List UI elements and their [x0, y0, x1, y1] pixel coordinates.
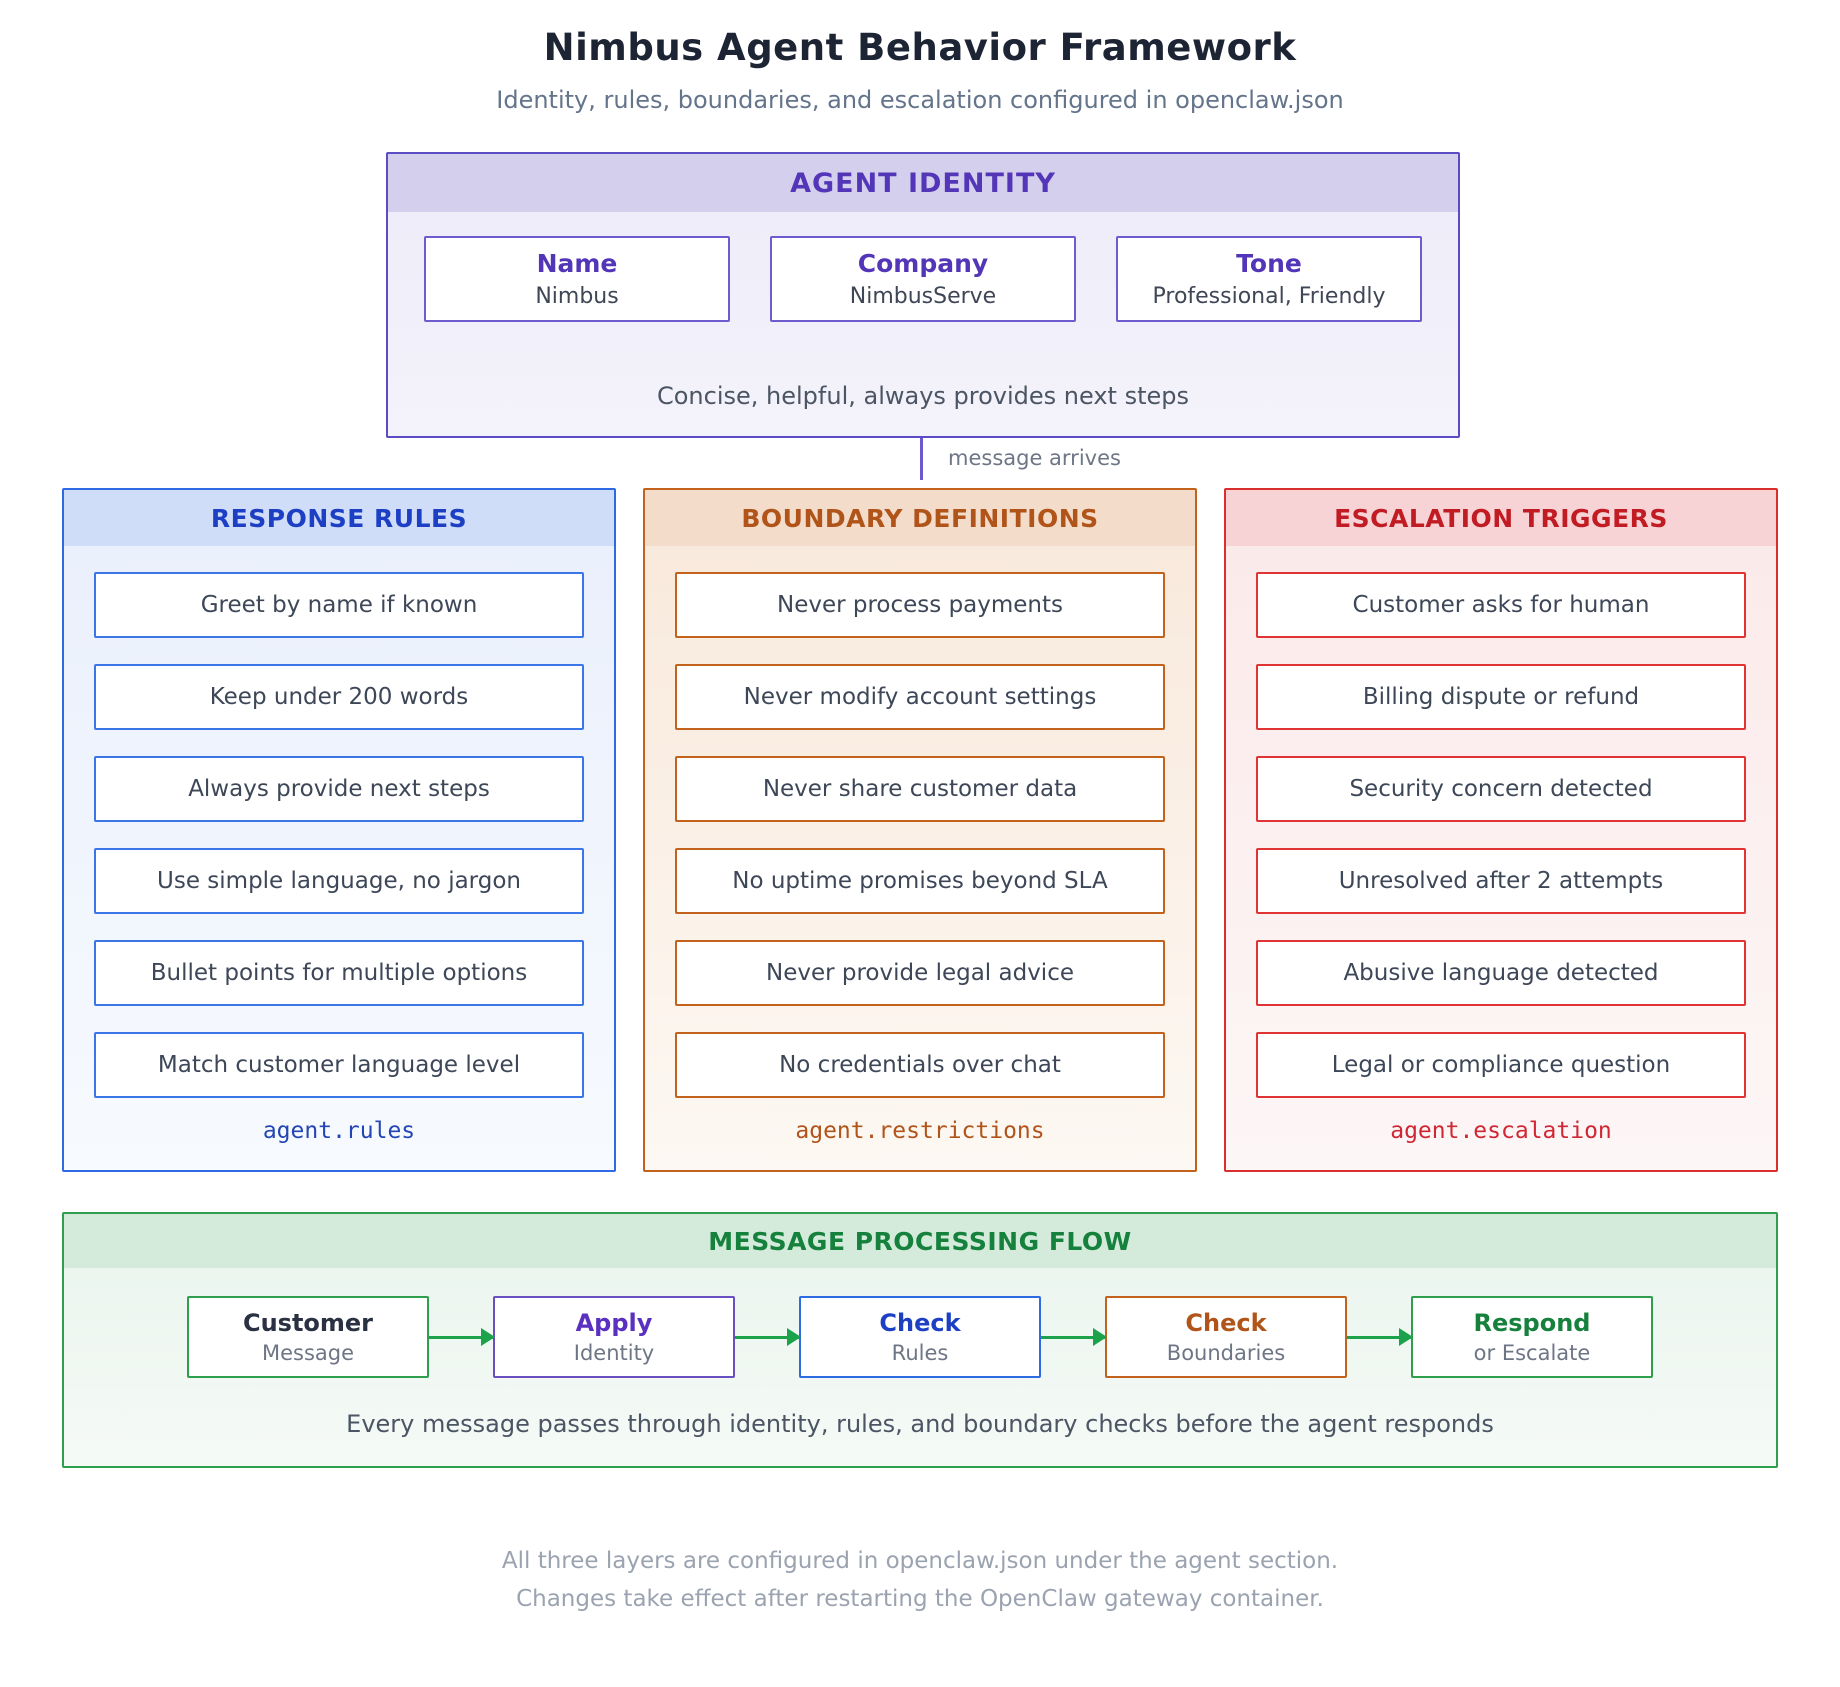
boundary-definitions-panel: BOUNDARY DEFINITIONS Never process payme…	[643, 488, 1197, 1172]
escalation-item: Security concern detected	[1256, 756, 1746, 822]
footnote-line-1: All three layers are configured in openc…	[501, 1548, 1339, 1574]
page-subtitle: Identity, rules, boundaries, and escalat…	[496, 86, 1344, 114]
flow-step-title: Customer	[242, 1309, 374, 1337]
boundary-item: No credentials over chat	[675, 1032, 1165, 1098]
flow-step-subtitle: Boundaries	[1166, 1341, 1286, 1365]
boundary-item: Never process payments	[675, 572, 1165, 638]
escalation-item: Billing dispute or refund	[1256, 664, 1746, 730]
boundary-definitions-list: Never process payments Never modify acco…	[645, 546, 1195, 1098]
footnote: All three layers are configured in openc…	[0, 1542, 1840, 1618]
flow-step-title: Apply	[575, 1309, 653, 1337]
identity-field-value: NimbusServe	[849, 284, 997, 309]
identity-field-tone: Tone Professional, Friendly	[1116, 236, 1422, 322]
flow-header: MESSAGE PROCESSING FLOW	[64, 1214, 1776, 1268]
flow-step-title: Check	[1185, 1309, 1267, 1337]
page-title: Nimbus Agent Behavior Framework	[543, 26, 1297, 69]
connector-label: message arrives	[948, 446, 1121, 470]
escalation-config-path: agent.escalation	[1390, 1118, 1612, 1144]
flow-step-check-rules: Check Rules	[799, 1296, 1041, 1378]
flow-step-subtitle: Message	[261, 1341, 355, 1365]
response-rules-title: RESPONSE RULES	[210, 503, 468, 533]
flow-step-title: Check	[879, 1309, 961, 1337]
escalation-triggers-list: Customer asks for human Billing dispute …	[1226, 546, 1776, 1098]
rule-item: Keep under 200 words	[94, 664, 584, 730]
flow-steps: Customer Message Apply Identity Check Ru…	[64, 1296, 1776, 1378]
boundaries-config-path: agent.restrictions	[795, 1118, 1045, 1144]
escalation-item: Abusive language detected	[1256, 940, 1746, 1006]
escalation-item: Customer asks for human	[1256, 572, 1746, 638]
flow-step-respond-or-escalate: Respond or Escalate	[1411, 1296, 1653, 1378]
boundary-definitions-title: BOUNDARY DEFINITIONS	[741, 503, 1099, 533]
flow-step-customer-message: Customer Message	[187, 1296, 429, 1378]
response-rules-panel: RESPONSE RULES Greet by name if known Ke…	[62, 488, 616, 1172]
rules-config-path: agent.rules	[262, 1118, 416, 1144]
flow-arrow-icon	[1347, 1327, 1413, 1346]
identity-field-label: Company	[857, 249, 989, 278]
response-rules-header: RESPONSE RULES	[64, 490, 614, 546]
identity-field-name: Name Nimbus	[424, 236, 730, 322]
boundary-item: No uptime promises beyond SLA	[675, 848, 1165, 914]
escalation-item: Legal or compliance question	[1256, 1032, 1746, 1098]
flow-step-title: Respond	[1473, 1309, 1591, 1337]
footnote-line-2: Changes take effect after restarting the…	[516, 1586, 1324, 1612]
identity-tagline: Concise, helpful, always provides next s…	[656, 382, 1190, 410]
flow-arrow-icon	[1041, 1327, 1107, 1346]
flow-title: MESSAGE PROCESSING FLOW	[708, 1226, 1132, 1256]
agent-identity-title: AGENT IDENTITY	[790, 167, 1056, 199]
boundary-definitions-header: BOUNDARY DEFINITIONS	[645, 490, 1195, 546]
agent-identity-header: AGENT IDENTITY	[388, 154, 1458, 212]
escalation-item: Unresolved after 2 attempts	[1256, 848, 1746, 914]
boundary-item: Never modify account settings	[675, 664, 1165, 730]
flow-step-check-boundaries: Check Boundaries	[1105, 1296, 1347, 1378]
flow-step-subtitle: or Escalate	[1473, 1341, 1591, 1365]
rule-item: Greet by name if known	[94, 572, 584, 638]
boundary-item: Never provide legal advice	[675, 940, 1165, 1006]
boundary-item: Never share customer data	[675, 756, 1165, 822]
message-processing-flow-panel: MESSAGE PROCESSING FLOW Customer Message…	[62, 1212, 1778, 1468]
flow-arrow-icon	[735, 1327, 801, 1346]
escalation-triggers-panel: ESCALATION TRIGGERS Customer asks for hu…	[1224, 488, 1778, 1172]
identity-field-value: Nimbus	[535, 284, 619, 309]
identity-fields: Name Nimbus Company NimbusServe Tone Pro…	[388, 236, 1458, 322]
rule-item: Bullet points for multiple options	[94, 940, 584, 1006]
flow-arrow-icon	[429, 1327, 495, 1346]
rule-item: Use simple language, no jargon	[94, 848, 584, 914]
identity-field-label: Name	[536, 249, 618, 278]
flow-caption: Every message passes through identity, r…	[346, 1410, 1494, 1438]
rule-item: Always provide next steps	[94, 756, 584, 822]
identity-field-label: Tone	[1236, 249, 1302, 278]
rule-item: Match customer language level	[94, 1032, 584, 1098]
connector-line	[920, 438, 923, 480]
flow-step-subtitle: Rules	[891, 1341, 949, 1365]
escalation-triggers-header: ESCALATION TRIGGERS	[1226, 490, 1776, 546]
identity-field-company: Company NimbusServe	[770, 236, 1076, 322]
agent-identity-panel: AGENT IDENTITY Name Nimbus Company Nimbu…	[386, 152, 1460, 438]
flow-step-subtitle: Identity	[573, 1341, 655, 1365]
flow-step-apply-identity: Apply Identity	[493, 1296, 735, 1378]
response-rules-list: Greet by name if known Keep under 200 wo…	[64, 546, 614, 1098]
escalation-triggers-title: ESCALATION TRIGGERS	[1334, 503, 1668, 533]
identity-field-value: Professional, Friendly	[1152, 284, 1386, 309]
